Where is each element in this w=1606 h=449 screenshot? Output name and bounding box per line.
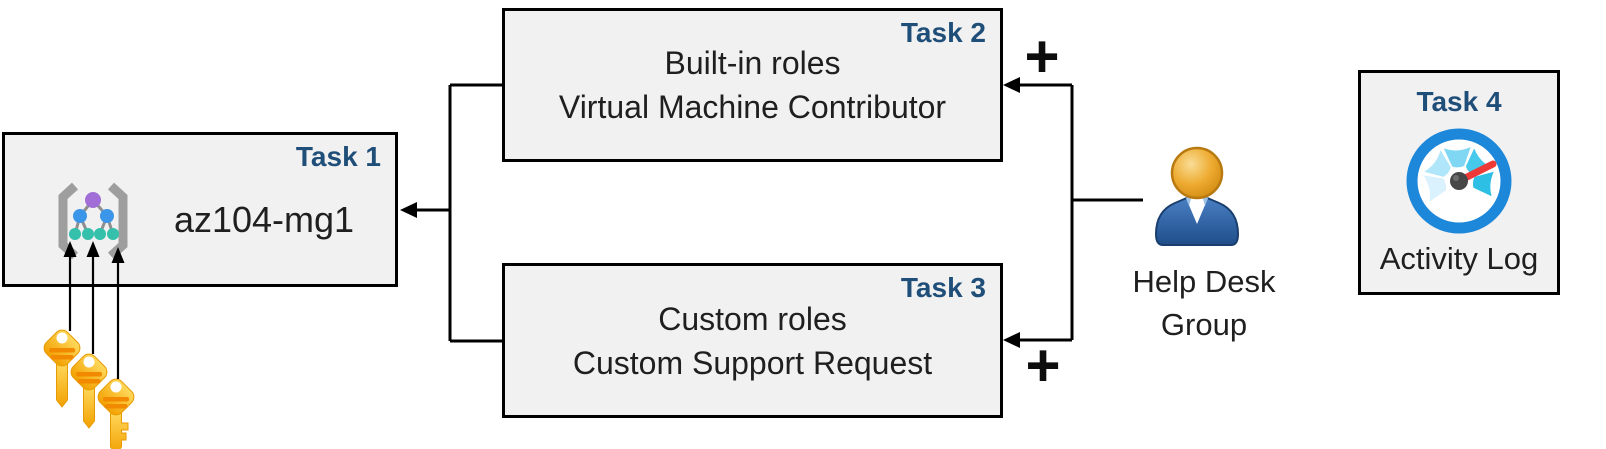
task2-tag: Task 2 — [900, 17, 986, 48]
help-desk-label-line1: Help Desk — [1132, 264, 1276, 299]
task4-box: Task 4 Activity Log — [1358, 70, 1560, 295]
task2-line1: Built-in roles — [664, 45, 841, 81]
management-group-name: az104-mg1 — [173, 199, 355, 240]
task3-tag: Task 3 — [900, 272, 986, 303]
task2-box: Task 2 Built-in roles Virtual Machine Co… — [502, 8, 1003, 162]
key-icon — [43, 329, 135, 449]
key-1 — [43, 329, 81, 408]
help-desk-group-label: Help Desk Group — [1104, 260, 1304, 346]
key-3 — [97, 378, 135, 449]
task1-tag: Task 1 — [295, 141, 381, 172]
task4-tag: Task 4 — [1416, 86, 1502, 117]
task2-line2: Virtual Machine Contributor — [558, 89, 947, 125]
task1-box: Task 1 — [2, 132, 398, 287]
activity-log-gauge-icon — [1406, 128, 1512, 234]
task3-line2: Custom Support Request — [572, 344, 933, 381]
plus-icon-task2: + — [1024, 23, 1060, 90]
help-desk-label-line2: Group — [1160, 307, 1248, 342]
key-2 — [70, 353, 108, 429]
user-icon — [1154, 146, 1240, 246]
activity-log-label: Activity Log — [1379, 241, 1539, 276]
plus-icon-task3: + — [1025, 332, 1061, 399]
management-group-icon — [58, 182, 128, 260]
task3-box: Task 3 Custom roles Custom Support Reque… — [502, 263, 1003, 418]
task3-line1: Custom roles — [658, 300, 847, 337]
